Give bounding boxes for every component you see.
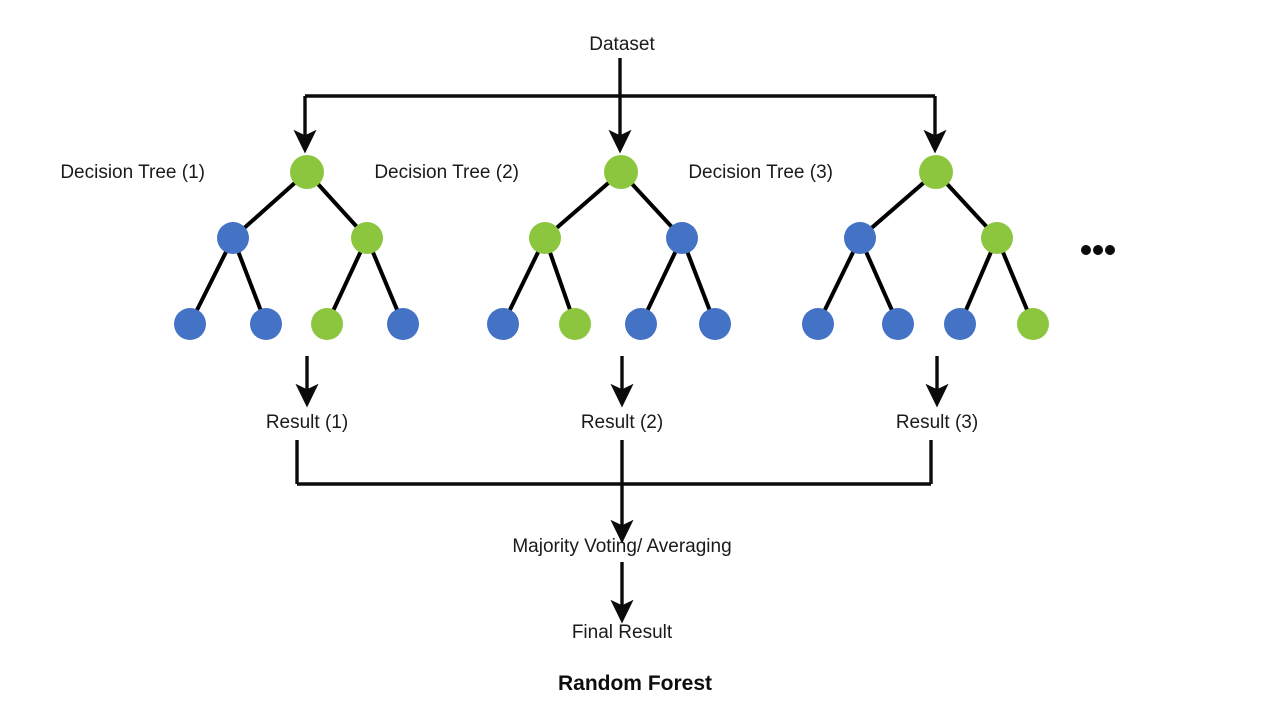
tree-3-leaf-node-2 — [882, 308, 914, 340]
tree-3-leaf-node-3 — [944, 308, 976, 340]
tree-2-leaf-node-2 — [559, 308, 591, 340]
dataset-split-connector — [293, 58, 947, 154]
aggregation-label: Majority Voting/ Averaging — [512, 536, 731, 557]
result-arrows-layer: Result (1) Result (2) Result (3) — [266, 356, 978, 433]
tree-3: Decision Tree (3) — [688, 155, 1049, 340]
tree-2-internal-node-2 — [666, 222, 698, 254]
tree-3-leaf-node-4 — [1017, 308, 1049, 340]
tree-2-result-label: Result (2) — [581, 412, 663, 433]
tree-2-label: Decision Tree (2) — [374, 162, 519, 183]
tree-2-internal-node-1 — [529, 222, 561, 254]
more-trees-ellipsis — [1081, 245, 1115, 255]
tree-2-root-node — [604, 155, 638, 189]
diagram-title: Random Forest — [558, 672, 712, 695]
tree-1-result-label: Result (1) — [266, 412, 348, 433]
decision-trees-layer: Decision Tree (1) Decision Tree (2) Decisi… — [60, 155, 1049, 340]
dataset-label: Dataset — [589, 34, 655, 55]
tree-3-result-label: Result (3) — [896, 412, 978, 433]
tree-3-internal-node-1 — [844, 222, 876, 254]
tree-1: Decision Tree (1) — [60, 155, 419, 340]
tree-1-internal-node-2 — [351, 222, 383, 254]
tree-edge — [188, 237, 235, 325]
tree-3-leaf-node-1 — [802, 308, 834, 340]
tree-1-leaf-node-2 — [250, 308, 282, 340]
tree-1-leaf-node-1 — [174, 308, 206, 340]
tree-3-label: Decision Tree (3) — [688, 162, 833, 183]
tree-1-label: Decision Tree (1) — [60, 162, 205, 183]
ellipsis-dot-2 — [1093, 245, 1103, 255]
tree-3-internal-node-2 — [981, 222, 1013, 254]
tree-1-internal-node-1 — [217, 222, 249, 254]
tree-1-leaf-node-4 — [387, 308, 419, 340]
merge-connector — [295, 440, 933, 544]
tree-2-leaf-node-1 — [487, 308, 519, 340]
tree-1-root-node — [290, 155, 324, 189]
ellipsis-dot-1 — [1081, 245, 1091, 255]
tree-1-leaf-node-3 — [311, 308, 343, 340]
tree-3-root-node — [919, 155, 953, 189]
tree-2: Decision Tree (2) — [374, 155, 731, 340]
ellipsis-dot-3 — [1105, 245, 1115, 255]
tree-2-leaf-node-3 — [625, 308, 657, 340]
tree-2-leaf-node-4 — [699, 308, 731, 340]
final-result-label: Final Result — [572, 622, 673, 643]
